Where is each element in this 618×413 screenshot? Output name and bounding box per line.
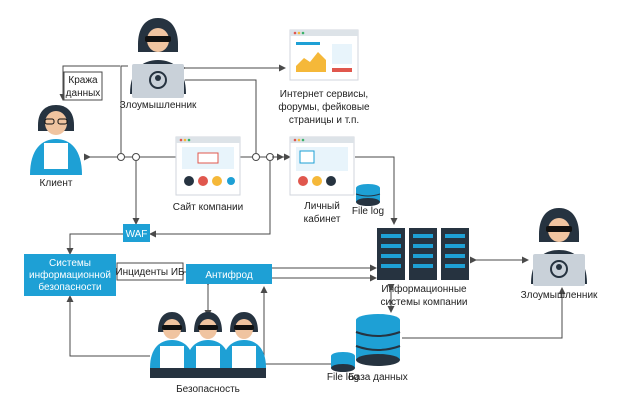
file-log-top-label: File log bbox=[352, 206, 384, 217]
web-services-label-2: форумы, фейковые bbox=[278, 101, 370, 113]
theft-label-line2: данных bbox=[66, 88, 101, 99]
personal-account-label-2: кабинет bbox=[304, 213, 341, 225]
siem-label-2: информационной bbox=[29, 269, 111, 281]
company-site-label: Сайт компании bbox=[173, 202, 243, 213]
attacker-right-label: Злоумышленник bbox=[521, 290, 598, 301]
incidents-label: Инциденты ИБ bbox=[115, 267, 185, 278]
file-log-top-icon bbox=[355, 184, 381, 206]
siem-label-3: безопасности bbox=[38, 281, 101, 293]
waf-box: WAF bbox=[123, 224, 150, 242]
client-label: Клиент bbox=[40, 178, 73, 189]
company-systems-label-2: системы компании bbox=[380, 297, 467, 308]
theft-label-line1: Кража bbox=[68, 75, 98, 86]
personal-account-label-1: Личный bbox=[304, 201, 340, 212]
database-label: База данных bbox=[348, 372, 408, 383]
antifraud-label: Антифрод bbox=[205, 269, 252, 281]
client-icon bbox=[30, 105, 82, 175]
security-team-label: Безопасность bbox=[176, 384, 240, 395]
company-site-icon bbox=[175, 136, 241, 196]
file-log-bottom-icon bbox=[331, 352, 355, 372]
web-services-icon bbox=[289, 29, 359, 81]
file-log-bottom-label: File log bbox=[327, 372, 359, 383]
siem-box: Системы информационной безопасности bbox=[24, 254, 116, 296]
attacker-top-icon bbox=[130, 18, 186, 98]
antifraud-box: Антифрод bbox=[186, 264, 272, 284]
web-services-label-3: страницы и т.п. bbox=[289, 115, 359, 126]
theft-of-data-box: Кража данных bbox=[63, 71, 103, 101]
company-systems-label-1: Информационные bbox=[381, 283, 467, 295]
waf-label: WAF bbox=[126, 229, 148, 240]
personal-account-icon bbox=[289, 136, 355, 196]
database-icon bbox=[355, 314, 401, 366]
company-servers-icon bbox=[377, 228, 469, 280]
attacker-top-label: Злоумышленник bbox=[120, 100, 197, 111]
siem-label-1: Системы bbox=[49, 258, 91, 269]
incidents-box: Инциденты ИБ bbox=[115, 262, 185, 281]
security-team-icon bbox=[150, 312, 266, 378]
web-services-label-1: Интернет сервисы, bbox=[280, 89, 368, 100]
attacker-right-icon bbox=[531, 208, 587, 286]
